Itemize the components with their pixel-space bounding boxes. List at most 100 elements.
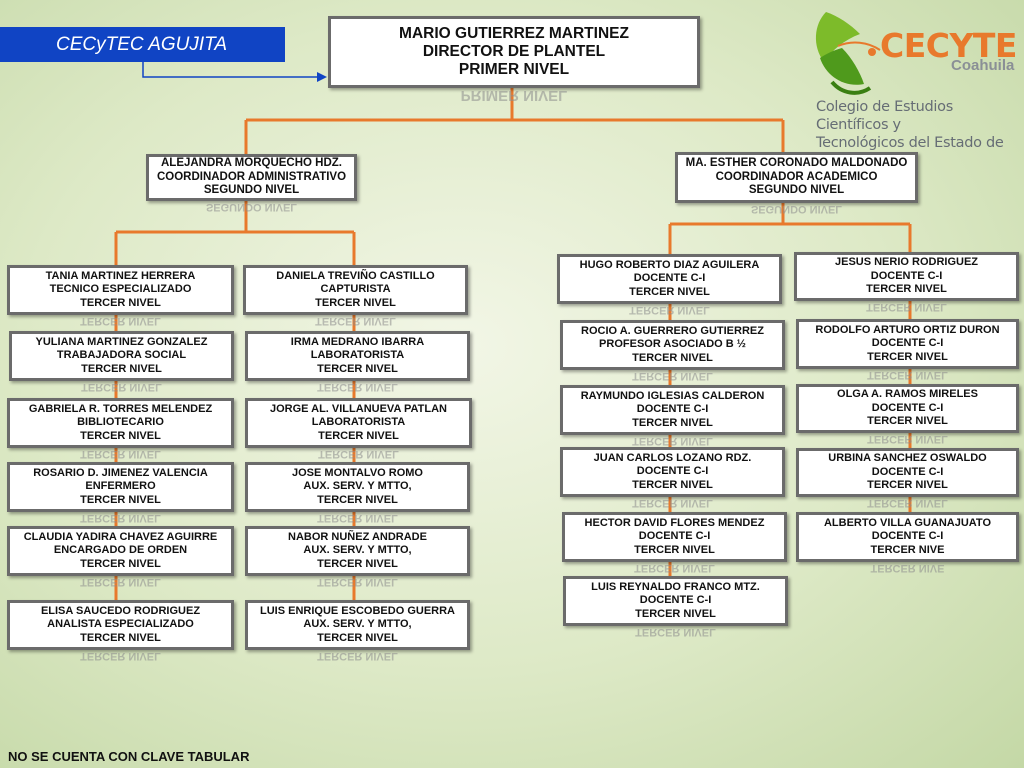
staff-node: JOSE MONTALVO ROMO AUX. SERV. Y MTTO, TE…	[245, 462, 470, 512]
teacher-role: DOCENTE C-I	[633, 272, 706, 285]
logo-subname: Coahuila	[951, 57, 1015, 74]
staff-node: NABOR NUÑEZ ANDRADE AUX. SERV. Y MTTO, T…	[245, 526, 470, 576]
teacher-name: OLGA A. RAMOS MIRELES	[837, 388, 978, 401]
teacher-role: DOCENTE C-I	[871, 530, 944, 543]
teacher-role: PROFESOR ASOCIADO B ½	[599, 338, 746, 351]
staff-level-reflection: TERCER NIVEL	[317, 384, 398, 393]
teacher-role: DOCENTE C-I	[636, 403, 709, 416]
teacher-level-reflection: TERCER NIVEL	[632, 438, 713, 447]
staff-name: LUIS ENRIQUE ESCOBEDO GUERRA	[260, 604, 455, 617]
staff-name: DANIELA TREVIÑO CASTILLO	[276, 269, 435, 282]
unit-label: CECyTEC AGUJITA	[0, 27, 285, 62]
teacher-name: RODOLFO ARTURO ORTIZ DURON	[815, 323, 1000, 336]
coordinator-level-reflection: SEGUNDO NIVEL	[205, 204, 298, 213]
teacher-role: DOCENTE C-I	[871, 401, 944, 414]
teacher-level: TERCER NIVEL	[632, 478, 713, 491]
staff-role: ENCARGADO DE ORDEN	[53, 544, 188, 557]
teacher-name: LUIS REYNALDO FRANCO MTZ.	[591, 580, 760, 593]
coordinator-level-reflection: SEGUNDO NIVEL	[750, 206, 843, 215]
teacher-name: JUAN CARLOS LOZANO RDZ.	[593, 451, 752, 464]
staff-node: YULIANA MARTINEZ GONZALEZ TRABAJADORA SO…	[9, 331, 234, 381]
staff-level: TERCER NIVEL	[80, 557, 161, 570]
staff-name: YULIANA MARTINEZ GONZALEZ	[35, 335, 208, 348]
teacher-level-reflection: TERCER NIVEL	[635, 629, 716, 638]
staff-level-reflection: TERCER NIVEL	[80, 579, 161, 588]
staff-level-reflection: TERCER NIVEL	[80, 318, 161, 327]
coordinator-admin-node: ALEJANDRA MORQUECHO HDZ. COORDINADOR ADM…	[146, 154, 357, 201]
teacher-level: TERCER NIVEL	[629, 285, 710, 298]
coordinator-academic-node: MA. ESTHER CORONADO MALDONADO COORDINADO…	[675, 152, 918, 203]
teacher-node: JUAN CARLOS LOZANO RDZ. DOCENTE C-I TERC…	[560, 447, 785, 497]
teacher-name: ROCIO A. GUERRERO GUTIERREZ	[581, 324, 764, 337]
director-name: MARIO GUTIERREZ MARTINEZ	[399, 25, 629, 42]
coordinator-role: COORDINADOR ADMINISTRATIVO	[156, 170, 347, 183]
staff-role: BIBLIOTECARIO	[77, 416, 164, 429]
teacher-node: HECTOR DAVID FLORES MENDEZ DOCENTE C-I T…	[562, 512, 787, 562]
teacher-role: DOCENTE C-I	[638, 530, 711, 543]
staff-role: CAPTURISTA	[320, 283, 391, 296]
teacher-role: DOCENTE C-I	[639, 594, 712, 607]
teacher-level: TERCER NIVEL	[634, 543, 715, 556]
arrow-head	[317, 72, 327, 82]
teacher-level: TERCER NIVEL	[632, 351, 713, 364]
teacher-level: TERCER NIVE	[870, 543, 945, 556]
staff-level: TERCER NIVEL	[80, 493, 161, 506]
staff-name: ROSARIO D. JIMENEZ VALENCIA	[33, 466, 208, 479]
staff-level: TERCER NIVEL	[80, 296, 161, 309]
staff-level-reflection: TERCER NIVEL	[80, 451, 161, 460]
staff-name: ELISA SAUCEDO RODRIGUEZ	[40, 604, 201, 617]
staff-level: TERCER NIVEL	[81, 362, 162, 375]
staff-role: ENFERMERO	[85, 480, 156, 493]
staff-role: AUX. SERV. Y MTTO,	[303, 618, 412, 631]
teacher-level-reflection: TERCER NIVEL	[867, 372, 948, 381]
staff-level-reflection: TERCER NIVEL	[317, 515, 398, 524]
staff-level: TERCER NIVEL	[317, 493, 398, 506]
staff-name: IRMA MEDRANO IBARRA	[290, 335, 425, 348]
teacher-level-reflection: TERCER NIVEL	[632, 373, 713, 382]
teacher-level: TERCER NIVEL	[867, 415, 948, 428]
coordinator-level: SEGUNDO NIVEL	[748, 184, 845, 197]
footer-note: NO SE CUENTA CON CLAVE TABULAR	[8, 749, 250, 764]
staff-role: LABORATORISTA	[311, 416, 406, 429]
staff-name: TANIA MARTINEZ HERRERA	[45, 269, 196, 282]
staff-role: AUX. SERV. Y MTTO,	[303, 480, 412, 493]
teacher-node: ROCIO A. GUERRERO GUTIERREZ PROFESOR ASO…	[560, 320, 785, 370]
staff-name: JORGE AL. VILLANUEVA PATLAN	[269, 402, 448, 415]
teacher-level: TERCER NIVEL	[867, 350, 948, 363]
teacher-node: HUGO ROBERTO DIAZ AGUILERA DOCENTE C-I T…	[557, 254, 782, 304]
staff-name: JOSE MONTALVO ROMO	[292, 466, 423, 479]
teacher-level-reflection: TERCER NIVEL	[629, 307, 710, 316]
teacher-role: DOCENTE C-I	[870, 269, 943, 282]
teacher-level-reflection: TERCER NIVEL	[632, 500, 713, 509]
teacher-level: TERCER NIVEL	[632, 416, 713, 429]
teacher-level-reflection: TERCER NIVEL	[867, 436, 948, 445]
staff-node: TANIA MARTINEZ HERRERA TECNICO ESPECIALI…	[7, 265, 234, 315]
staff-level: TERCER NIVEL	[80, 631, 161, 644]
teacher-node: LUIS REYNALDO FRANCO MTZ. DOCENTE C-I TE…	[563, 576, 788, 626]
staff-level-reflection: TERCER NIVEL	[317, 579, 398, 588]
teacher-role: DOCENTE C-I	[871, 465, 944, 478]
teacher-level: TERCER NIVEL	[867, 479, 948, 492]
teacher-level-reflection: TERCER NIVEL	[866, 304, 947, 313]
coordinator-name: MA. ESTHER CORONADO MALDONADO	[685, 157, 908, 170]
teacher-node: RAYMUNDO IGLESIAS CALDERON DOCENTE C-I T…	[560, 385, 785, 435]
coordinator-level: SEGUNDO NIVEL	[203, 184, 300, 197]
staff-node: CLAUDIA YADIRA CHAVEZ AGUIRRE ENCARGADO …	[7, 526, 234, 576]
staff-node: LUIS ENRIQUE ESCOBEDO GUERRA AUX. SERV. …	[245, 600, 470, 650]
staff-level: TERCER NIVEL	[317, 362, 398, 375]
teacher-name: URBINA SANCHEZ OSWALDO	[828, 452, 987, 465]
staff-role: LABORATORISTA	[310, 349, 405, 362]
staff-name: CLAUDIA YADIRA CHAVEZ AGUIRRE	[23, 530, 218, 543]
staff-level-reflection: TERCER NIVEL	[318, 451, 399, 460]
teacher-name: RAYMUNDO IGLESIAS CALDERON	[580, 389, 765, 402]
staff-level-reflection: TERCER NIVEL	[81, 384, 162, 393]
teacher-name: HECTOR DAVID FLORES MENDEZ	[584, 516, 765, 529]
staff-name: GABRIELA R. TORRES MELENDEZ	[28, 402, 213, 415]
teacher-level: TERCER NIVEL	[866, 283, 947, 296]
teacher-role: DOCENTE C-I	[871, 337, 944, 350]
teacher-level: TERCER NIVEL	[635, 607, 716, 620]
teacher-name: HUGO ROBERTO DIAZ AGUILERA	[579, 258, 760, 271]
logo-full-name-line1: Colegio de Estudios Científicos y	[816, 99, 953, 133]
staff-level-reflection: TERCER NIVEL	[315, 318, 396, 327]
staff-role: TECNICO ESPECIALIZADO	[49, 283, 192, 296]
